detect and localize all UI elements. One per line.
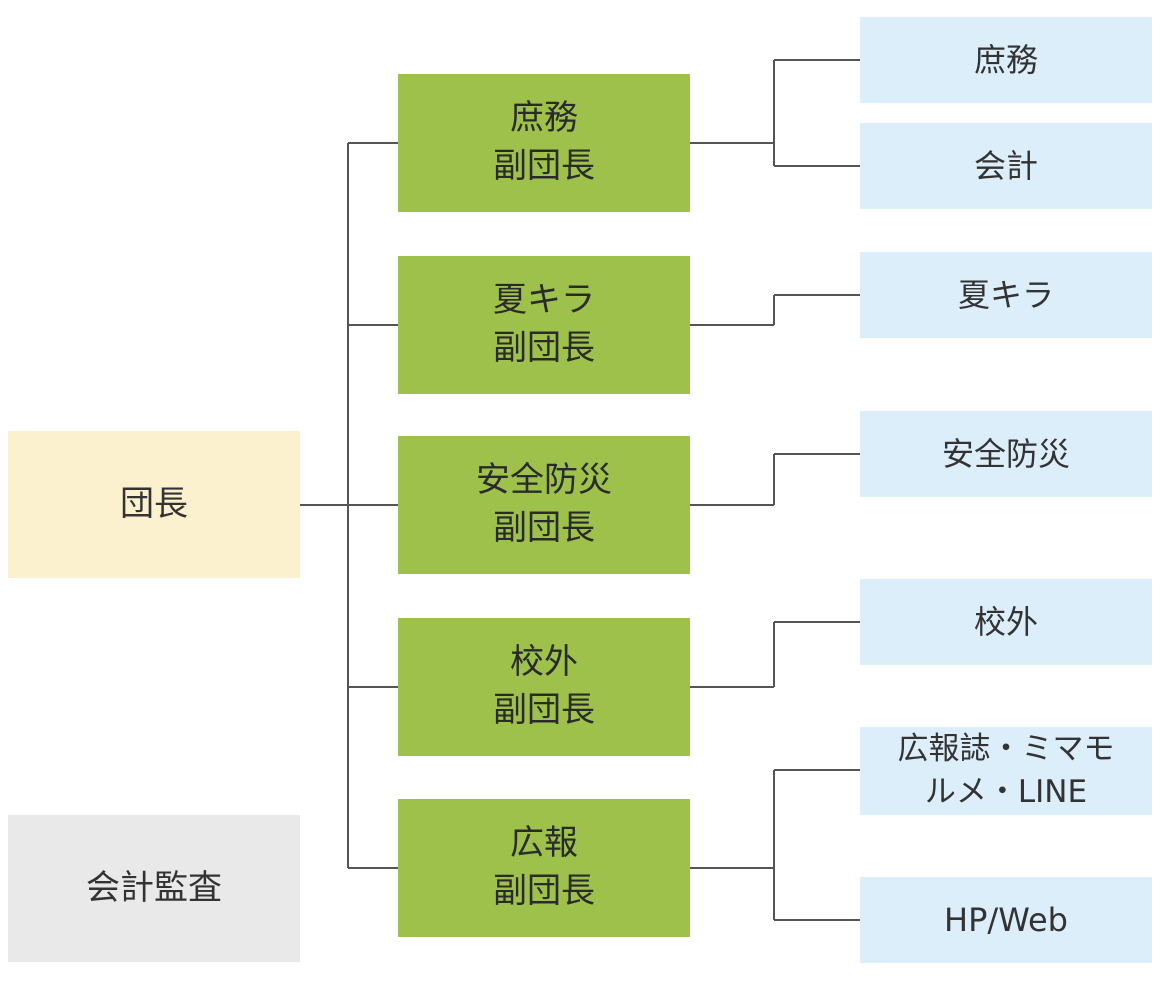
dept-node-label: 庶務 <box>973 40 1038 79</box>
dept-node-general-affairs: 庶務 <box>860 17 1152 103</box>
vice-node-public-relations: 広報 副団長 <box>398 799 690 937</box>
dept-node-label: 校外 <box>973 602 1038 641</box>
vice-node-label: 校外 副団長 <box>493 642 595 730</box>
dept-node-newsletter: 広報誌・ミマモ ルメ・LINE <box>860 727 1152 815</box>
vice-node-label: 庶務 副団長 <box>493 98 595 186</box>
dept-node-natsukira: 夏キラ <box>860 252 1152 338</box>
vice-node-general-affairs: 庶務 副団長 <box>398 74 690 212</box>
vice-node-label: 安全防災 副団長 <box>476 460 612 548</box>
dept-node-label: 広報誌・ミマモ ルメ・LINE <box>897 730 1115 810</box>
dept-node-accounting: 会計 <box>860 123 1152 209</box>
dept-node-label: 安全防災 <box>941 434 1070 473</box>
vice-node-safety: 安全防災 副団長 <box>398 436 690 574</box>
dept-node-label: 会計 <box>973 146 1038 185</box>
vice-node-label: 広報 副団長 <box>493 823 595 911</box>
dept-node-label: 夏キラ <box>957 275 1054 314</box>
dept-node-safety: 安全防災 <box>860 411 1152 497</box>
dept-node-outside-school: 校外 <box>860 579 1152 665</box>
auditor-node-label: 会計監査 <box>86 867 222 908</box>
auditor-node: 会計監査 <box>8 815 300 962</box>
vice-node-outside-school: 校外 副団長 <box>398 618 690 756</box>
root-node-president: 団長 <box>8 431 300 578</box>
root-node-label: 団長 <box>120 483 188 524</box>
dept-node-website: HP/Web <box>860 877 1152 963</box>
vice-node-label: 夏キラ 副団長 <box>493 280 595 368</box>
dept-node-label: HP/Web <box>944 900 1068 939</box>
vice-node-natsukira: 夏キラ 副団長 <box>398 256 690 394</box>
